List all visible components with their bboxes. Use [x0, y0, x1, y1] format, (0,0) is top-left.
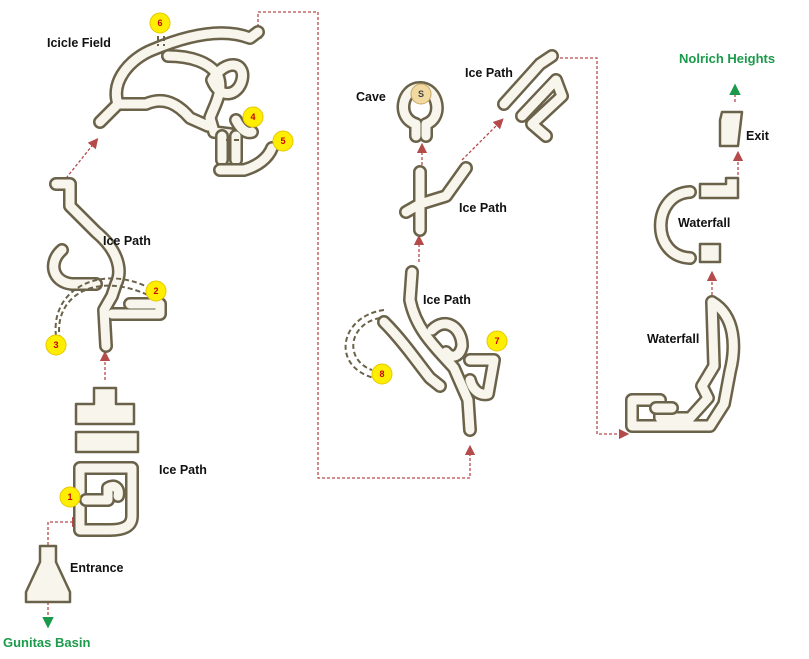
connector-icicle-field-to-icepath-east	[257, 11, 476, 479]
room-exit	[718, 110, 744, 148]
marker-6-label: 6	[157, 18, 162, 28]
label-cave: Cave	[356, 90, 386, 104]
connector-entrance-to-icepath	[47, 516, 83, 545]
marker-8[interactable]: 8	[371, 363, 393, 385]
label-ice-path-lower: Ice Path	[159, 463, 207, 477]
label-ice-path-northeast: Ice Path	[465, 66, 513, 80]
room-ice-path-middle	[46, 177, 167, 353]
connector-icepath-to-icepath-ne	[461, 118, 504, 161]
marker-4[interactable]: 4	[242, 106, 264, 128]
room-waterfall-lower	[625, 295, 741, 433]
room-entrance	[24, 544, 72, 604]
label-waterfall-upper: Waterfall	[678, 216, 730, 230]
label-entrance: Entrance	[70, 561, 124, 575]
marker-3[interactable]: 3	[45, 334, 67, 356]
save-point[interactable]: S	[410, 83, 432, 105]
label-ice-path-east: Ice Path	[423, 293, 471, 307]
label-ice-path-middle: Ice Path	[103, 234, 151, 248]
destination-nolrich-heights[interactable]: Nolrich Heights	[679, 51, 775, 66]
marker-7-label: 7	[494, 336, 499, 346]
connector-icepath-to-icicle-field	[62, 137, 99, 183]
room-ice-path-east	[344, 265, 501, 437]
marker-1[interactable]: 1	[59, 486, 81, 508]
connectors	[42, 11, 744, 629]
marker-5-label: 5	[280, 136, 285, 146]
destination-gunitas-basin[interactable]: Gunitas Basin	[3, 635, 90, 650]
label-icicle-field: Icicle Field	[47, 36, 111, 50]
marker-2[interactable]: 2	[145, 280, 167, 302]
connector-icepath-to-waterfall	[560, 57, 630, 440]
room-icicle-field	[93, 25, 279, 177]
marker-5[interactable]: 5	[272, 130, 294, 152]
marker-1-label: 1	[67, 492, 72, 502]
room-ice-path-north	[399, 161, 473, 237]
room-ice-path-northeast	[497, 49, 569, 143]
label-exit: Exit	[746, 129, 770, 143]
marker-8-label: 8	[379, 369, 384, 379]
marker-4-label: 4	[250, 112, 255, 122]
marker-7[interactable]: 7	[486, 330, 508, 352]
save-point-label: S	[418, 89, 424, 99]
label-ice-path-north: Ice Path	[459, 201, 507, 215]
label-waterfall-lower: Waterfall	[647, 332, 699, 346]
room-ice-path-lower	[73, 386, 140, 537]
room-waterfall-upper	[653, 176, 740, 265]
marker-2-label: 2	[153, 286, 158, 296]
marker-6[interactable]: 6	[149, 12, 171, 34]
marker-3-label: 3	[53, 340, 58, 350]
